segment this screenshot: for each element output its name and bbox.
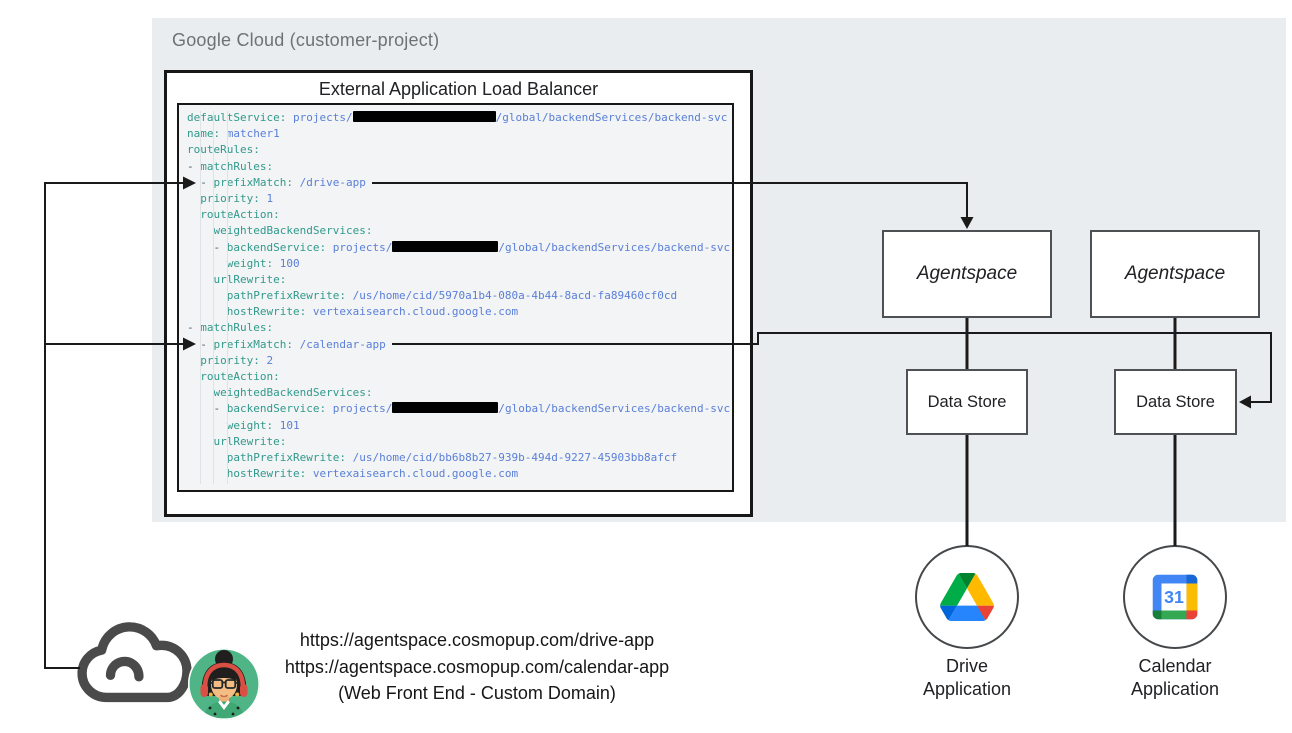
calendar-app-circle: 31 xyxy=(1123,545,1227,649)
calendar-icon: 31 xyxy=(1152,574,1198,620)
drive-app-label: Drive Application xyxy=(922,656,1012,699)
cloud-icon xyxy=(74,620,196,718)
gcp-project-title: Google Cloud (customer-project) xyxy=(172,30,440,50)
agentspace-node-drive: Agentspace xyxy=(882,230,1052,318)
code-lines: defaultService: projects//global/backend… xyxy=(187,111,731,481)
indent-guide xyxy=(200,111,201,484)
indent-guide xyxy=(227,111,228,484)
redacted-project-id xyxy=(392,240,499,252)
agentspace-node-calendar: Agentspace xyxy=(1090,230,1260,318)
agentspace-label: Agentspace xyxy=(1124,263,1226,284)
indent-guide xyxy=(213,111,214,484)
datastore-label: Data Store xyxy=(927,392,1007,411)
user-avatar xyxy=(187,647,261,721)
frontend-url-drive: https://agentspace.cosmopup.com/drive-ap… xyxy=(299,630,655,650)
calendar-day-number: 31 xyxy=(1164,587,1184,607)
agentspace-label: Agentspace xyxy=(916,263,1018,284)
calendar-app-label: Calendar Application xyxy=(1130,656,1220,699)
drive-app-circle xyxy=(915,545,1019,649)
load-balancer-title: External Application Load Balancer xyxy=(318,79,599,99)
datastore-label: Data Store xyxy=(1136,392,1215,411)
datastore-node-calendar: Data Store xyxy=(1114,369,1237,435)
drive-icon xyxy=(940,573,994,621)
frontend-url-calendar: https://agentspace.cosmopup.com/calendar… xyxy=(284,656,670,677)
frontend-urls: https://agentspace.cosmopup.com/drive-ap… xyxy=(277,627,677,707)
datastore-node-drive: Data Store xyxy=(906,369,1028,435)
redacted-project-id xyxy=(352,111,496,122)
url-map-yaml-code: defaultService: projects//global/backend… xyxy=(177,103,734,492)
frontend-caption: (Web Front End - Custom Domain) xyxy=(338,683,616,703)
redacted-project-id xyxy=(392,402,499,414)
